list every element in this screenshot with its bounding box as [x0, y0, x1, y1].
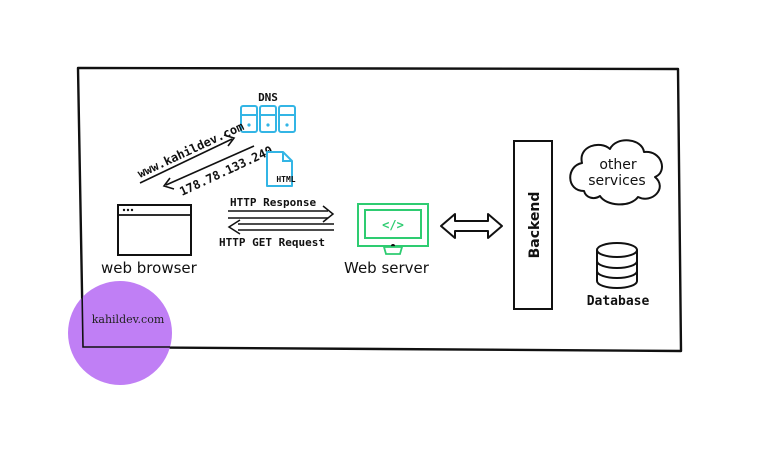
- web-browser-label: web browser: [101, 259, 198, 277]
- other-services-cloud: [569, 139, 663, 206]
- other-services-label-2: services: [588, 173, 645, 189]
- backend-box: [513, 140, 553, 310]
- dns-label: DNS: [258, 91, 278, 104]
- http-arrows: [227, 205, 335, 235]
- web-browser-icon: [117, 204, 192, 256]
- watermark-circle: [68, 281, 172, 385]
- server-backend-arrow: [440, 213, 503, 239]
- watermark-text: kahildev.com: [92, 313, 165, 326]
- diagram-frame: [76, 66, 683, 353]
- dns-servers-icon: [240, 105, 296, 133]
- http-request-label: HTTP GET Request: [219, 236, 325, 249]
- code-icon: </>: [382, 218, 404, 232]
- database-label: Database: [587, 294, 650, 309]
- frame-corner-overlay: [81, 288, 170, 348]
- database-icon: [596, 242, 638, 289]
- backend-label: Backend: [527, 192, 543, 259]
- other-services-label-1: other: [599, 157, 637, 173]
- web-server-label: Web server: [344, 259, 430, 277]
- http-response-label: HTTP Response: [230, 196, 316, 209]
- html-file-icon: [266, 151, 293, 187]
- web-server-icon: [357, 203, 429, 255]
- html-file-label: HTML: [276, 175, 295, 184]
- dns-lookup-arrows: [139, 134, 255, 190]
